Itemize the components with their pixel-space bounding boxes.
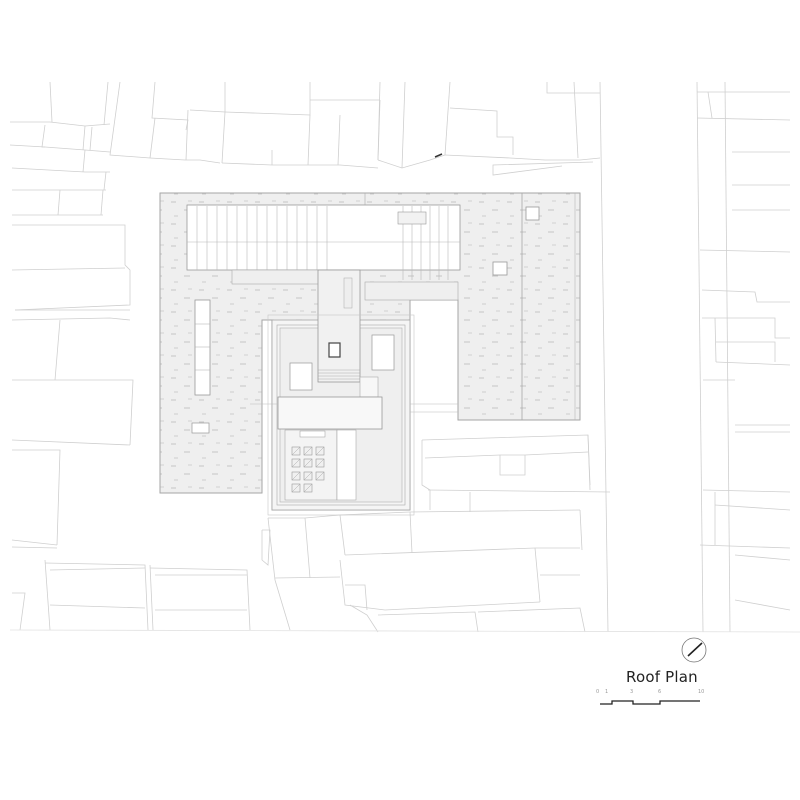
main-roof [159,192,581,516]
north-arrow-icon [681,637,707,663]
scale-label-3: 6 [658,689,662,695]
scale-label-4: 10 [698,689,705,695]
scale-label-0: 0 [596,689,600,695]
drawing-title: Roof Plan [626,668,698,686]
entrance-marker [434,153,443,158]
scale-label-1: 1 [605,689,609,695]
scale-label-2: 3 [630,689,634,695]
scale-bar [600,700,700,705]
context-buildings [9,81,800,633]
scale-labels: 0 1 3 6 10 [594,689,714,697]
